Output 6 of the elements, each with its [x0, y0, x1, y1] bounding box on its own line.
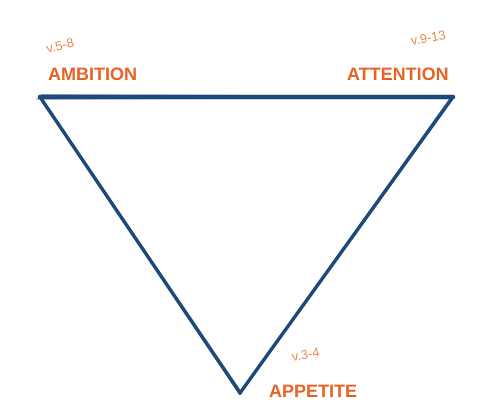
vertex-note: v.9-13: [410, 28, 447, 47]
vertex-label: AMBITION: [48, 65, 137, 83]
vertex-label: ATTENTION: [347, 65, 449, 83]
vertex-label: APPETITE: [269, 382, 358, 400]
vertex-note: v.5-8: [44, 36, 76, 55]
vertex-note: v.3-4: [290, 345, 321, 363]
